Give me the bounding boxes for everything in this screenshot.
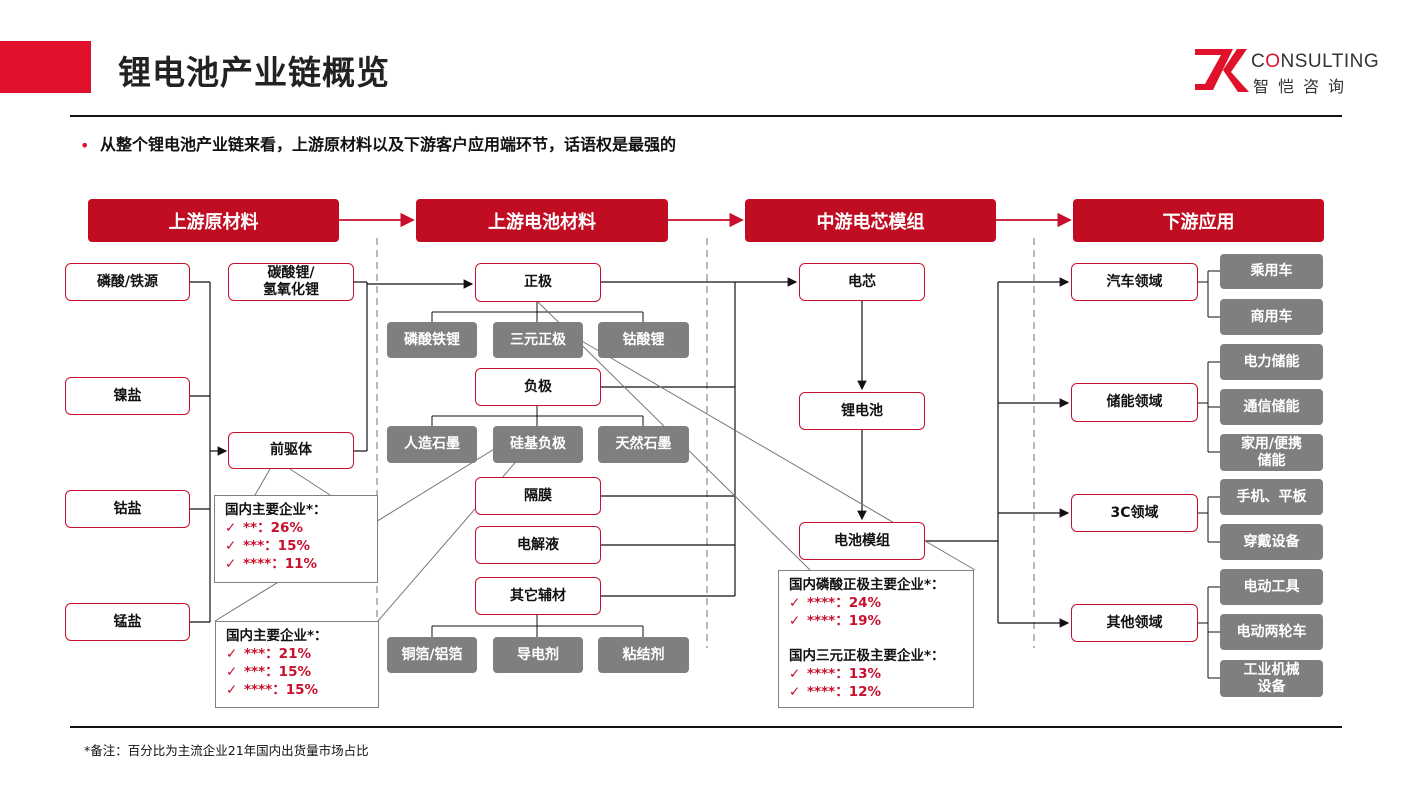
node-cathode: 正极 [475,263,601,302]
node-conductive-agent: 导电剂 [493,637,583,673]
footer-divider [70,726,1342,728]
check-icon: ✓ [226,664,238,680]
node-domain-3c: 3C领域 [1071,494,1198,532]
logo-wordmark: CONSULTING [1251,51,1380,72]
node-wearables: 穿戴设备 [1220,524,1323,560]
callout-row: ✓****：15% [226,682,319,698]
node-artificial-graphite: 人造石墨 [387,426,477,463]
node-domain-storage: 储能领域 [1071,383,1198,422]
node-manganese-salt: 锰盐 [65,603,190,641]
node-power-storage: 电力储能 [1220,344,1323,380]
footnote: *备注：百分比为主流企业21年国内出货量市场占比 [84,743,369,758]
callout-row: ✓***：15% [225,538,310,554]
node-battery-module: 电池模组 [799,522,925,560]
check-icon: ✓ [225,556,237,572]
node-natural-graphite: 天然石墨 [598,426,689,463]
logo-subtext: 智恺咨询 [1253,77,1354,96]
node-ternary-cathode: 三元正极 [493,322,583,358]
node-nickel-salt: 镍盐 [65,377,190,415]
node-separator: 隔膜 [475,477,601,515]
node-commercial-vehicle: 商用车 [1220,299,1323,335]
check-icon: ✓ [226,646,238,662]
callout-row: ✓****：19% [789,613,882,629]
node-phosphate-iron: 磷酸/铁源 [65,263,190,301]
callout-row: ✓***：15% [226,664,311,680]
node-copper-aluminium-foil: 铜箔/铝箔 [387,637,477,673]
callout-row: ✓****：12% [789,684,882,700]
node-domain-other: 其他领域 [1071,604,1198,642]
node-domain-auto: 汽车领域 [1071,263,1198,301]
check-icon: ✓ [225,520,237,536]
callout-title-ncm: 国内三元正极主要企业*： [789,648,945,664]
node-silicon-anode: 硅基负极 [493,426,583,463]
node-cobalt-salt: 钴盐 [65,490,190,528]
node-lfp: 磷酸铁锂 [387,322,477,358]
callout-row: ✓**：26% [225,520,303,536]
check-icon: ✓ [789,684,801,700]
node-lco: 钴酸锂 [598,322,689,358]
callout-title: 国内主要企业*： [225,502,327,518]
node-passenger-car: 乘用车 [1220,254,1323,289]
stage-downstream: 下游应用 [1073,199,1324,242]
callout-title-lfp: 国内磷酸正极主要企业*： [789,577,945,593]
summary-bullet: 从整个锂电池产业链来看，上游原材料以及下游客户应用端环节，话语权是最强的 [100,135,677,154]
callout-anode-share: 国内主要企业*： ✓***：21% ✓***：15% ✓****：15% [215,621,379,708]
node-telecom-storage: 通信储能 [1220,389,1323,425]
stage-upstream-battery-materials: 上游电池材料 [416,199,668,242]
bullet-dot-icon: • [80,136,90,155]
callout-precursor-share: 国内主要企业*： ✓**：26% ✓***：15% ✓****：11% [214,495,378,583]
page-title: 锂电池产业链概览 [118,53,390,92]
node-lithium-compounds: 碳酸锂/ 氢氧化锂 [228,263,354,301]
callout-title: 国内主要企业*： [226,628,328,644]
node-cell: 电芯 [799,263,925,301]
node-anode: 负极 [475,368,601,406]
node-industrial-machinery: 工业机械 设备 [1220,660,1323,697]
node-binder: 粘结剂 [598,637,689,673]
check-icon: ✓ [789,666,801,682]
node-lithium-battery: 锂电池 [799,392,925,430]
callout-row: ✓****：24% [789,595,882,611]
check-icon: ✓ [789,595,801,611]
node-e-two-wheeler: 电动两轮车 [1220,614,1323,650]
header-divider [70,115,1342,117]
callout-row: ✓***：21% [226,646,311,662]
node-home-portable-storage: 家用/便携 储能 [1220,434,1323,471]
stage-midstream: 中游电芯模组 [745,199,996,242]
check-icon: ✓ [225,538,237,554]
node-power-tools: 电动工具 [1220,569,1323,605]
node-other-auxiliary: 其它辅材 [475,577,601,615]
check-icon: ✓ [789,613,801,629]
logo-icon [1193,46,1249,94]
callout-row: ✓****：13% [789,666,882,682]
node-precursor: 前驱体 [228,432,354,469]
node-electrolyte: 电解液 [475,526,601,564]
header-accent-bar [0,41,91,93]
node-phone-tablet: 手机、平板 [1220,479,1323,515]
callout-cathode-share: 国内磷酸正极主要企业*： ✓****：24% ✓****：19% 国内三元正极主… [778,570,974,708]
check-icon: ✓ [226,682,238,698]
stage-upstream-raw: 上游原材料 [88,199,339,242]
callout-row: ✓****：11% [225,556,318,572]
